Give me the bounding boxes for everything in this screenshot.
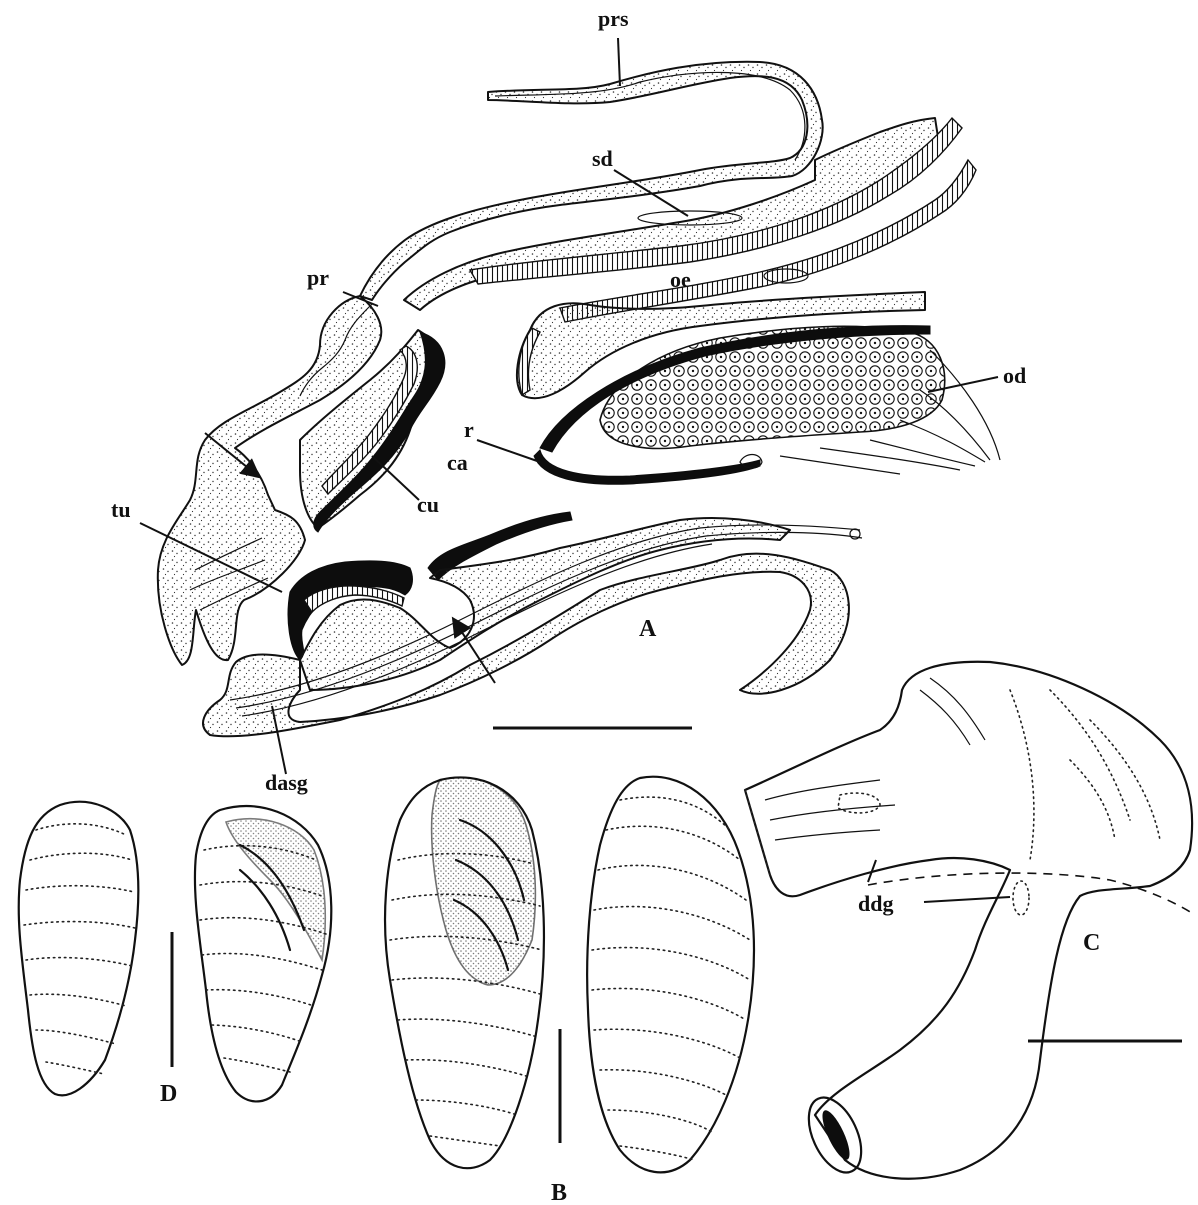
leader-prs	[618, 38, 620, 86]
gland-dotted-4	[1070, 760, 1115, 840]
label-cu: cu	[417, 492, 439, 517]
gland-dotted-2	[1050, 690, 1130, 820]
label-ca: ca	[447, 450, 468, 475]
panel-label-d: D	[160, 1081, 177, 1107]
gland-dotted-1	[1010, 690, 1034, 860]
plate-d-right-stipple	[226, 819, 325, 960]
label-od: od	[1003, 363, 1026, 388]
label-tu: tu	[111, 497, 131, 522]
r-duct-loop	[534, 450, 760, 484]
gland-dashed-line	[868, 873, 1195, 915]
label-sd: sd	[592, 146, 613, 171]
plate-d-left	[19, 802, 139, 1096]
ddg-duct	[1013, 881, 1029, 915]
label-r: r	[464, 417, 474, 442]
gland-dotted-ring	[838, 793, 880, 813]
panel-label-a: A	[639, 616, 657, 642]
plate-d-left-growth	[36, 824, 126, 835]
label-prs: prs	[598, 6, 629, 31]
central-chamber	[300, 518, 790, 690]
gland-outline	[745, 662, 1192, 1179]
panel-label-c: C	[1083, 930, 1100, 956]
panel-d-plates: D	[19, 802, 332, 1107]
panel-label-b: B	[551, 1180, 567, 1205]
label-pr: pr	[307, 265, 329, 290]
label-ddg: ddg	[858, 891, 893, 916]
gland-dotted-3	[1090, 720, 1160, 840]
plate-b-left-stipple	[432, 777, 536, 985]
panel-c-gland: ddg C	[745, 662, 1195, 1181]
leader-r	[477, 440, 540, 462]
panel-b-plates: B	[385, 777, 754, 1205]
plate-b-right	[587, 777, 754, 1173]
gland-fibres	[765, 678, 985, 840]
label-oe: oe	[670, 267, 691, 292]
label-dasg: dasg	[265, 770, 308, 795]
panel-a-section: prs sd pr oe od r ca cu tu dasg A	[111, 6, 1026, 795]
